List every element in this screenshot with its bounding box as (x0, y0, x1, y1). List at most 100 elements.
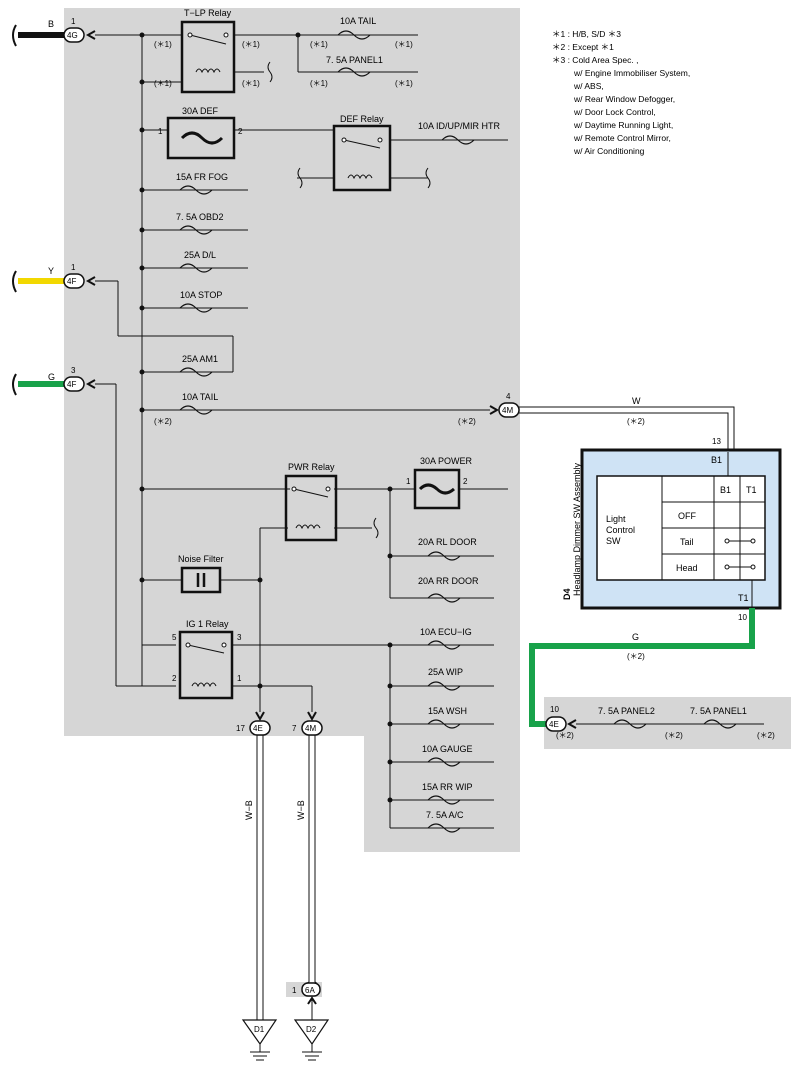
noise-filter: Noise Filter (178, 554, 224, 594)
fuse-id-up: 10A ID/UP/MIR HTR (418, 121, 501, 145)
svg-text:PWR Relay: PWR Relay (288, 462, 335, 472)
fuse-rr-door: 20A RR DOOR (418, 576, 479, 603)
svg-text:D1: D1 (254, 1025, 265, 1034)
svg-text:4G: 4G (67, 31, 78, 40)
fuse-30a-power: 30A POWER 1 2 (406, 456, 473, 510)
wire-wb-d1 (256, 735, 264, 1020)
fuse-obd2: 7. 5A OBD2 (176, 212, 224, 235)
svg-text:25A D/L: 25A D/L (184, 250, 216, 260)
svg-text:IG 1 Relay: IG 1 Relay (186, 619, 229, 629)
footnote-3-item: w/ Daytime Running Light, (574, 120, 674, 130)
wire-w: W (＊2) 13 (519, 396, 735, 452)
svg-text:4: 4 (506, 392, 511, 401)
svg-text:Head: Head (676, 563, 698, 573)
svg-text:SW: SW (606, 536, 621, 546)
svg-text:17: 17 (236, 724, 245, 733)
svg-text:G: G (632, 632, 639, 642)
wire-y: Y (12, 266, 64, 293)
footnote-3-item: w/ Air Conditioning (574, 146, 645, 156)
svg-text:DEF Relay: DEF Relay (340, 114, 384, 124)
svg-text:10A GAUGE: 10A GAUGE (422, 744, 473, 754)
svg-text:10A TAIL: 10A TAIL (340, 16, 376, 26)
svg-text:4E: 4E (549, 720, 559, 729)
fuse-rr-wip: 15A RR WIP (422, 782, 473, 805)
svg-text:3: 3 (71, 366, 76, 375)
svg-text:10A ECU−IG: 10A ECU−IG (420, 627, 472, 637)
wire-wb-d2 (308, 735, 316, 1020)
footnote-3-item: w/ Door Lock Control, (574, 107, 656, 117)
def-relay: DEF Relay (297, 114, 431, 192)
fuse-am1: 25A AM1 (179, 354, 218, 377)
svg-text:15A FR FOG: 15A FR FOG (176, 172, 228, 182)
switch-code: D4 (562, 588, 572, 600)
svg-text:7. 5A PANEL1: 7. 5A PANEL1 (326, 55, 383, 65)
wire-b: B (12, 19, 64, 47)
ground-d1: D1 (241, 1019, 278, 1061)
footnote-3: ＊3 : Cold Area Spec. , (552, 55, 639, 65)
svg-text:W: W (632, 396, 641, 406)
fuse-ecu-ig: 10A ECU−IG (420, 627, 472, 650)
ig1-relay: IG 1 Relay 5 3 2 1 (172, 619, 242, 700)
bus-lines (95, 34, 508, 829)
svg-text:20A RR DOOR: 20A RR DOOR (418, 576, 479, 586)
svg-text:(＊1): (＊1) (395, 79, 413, 88)
svg-text:Light: Light (606, 514, 626, 524)
fuse-panel1-top: 7. 5A PANEL1 (＊1) (＊1) (310, 55, 413, 88)
svg-text:B: B (48, 19, 54, 29)
svg-text:(＊2): (＊2) (665, 731, 683, 740)
svg-text:7: 7 (292, 724, 297, 733)
fuse-panel1-right: 7. 5A PANEL1 (690, 706, 747, 729)
svg-text:15A RR WIP: 15A RR WIP (422, 782, 473, 792)
headlamp-dimmer-switch: B1 B1 T1 OFF Tail Head Light Control SW … (580, 448, 782, 610)
right-panel-wire: (＊2) (＊2) (＊2) (556, 723, 775, 740)
right-panel (544, 697, 791, 749)
connector-4f-y: 4F 1 (63, 263, 96, 289)
svg-text:4M: 4M (502, 406, 513, 415)
connector-4e-bottom: 4E 17 (236, 711, 271, 736)
svg-text:G: G (48, 372, 55, 382)
svg-text:7. 5A PANEL2: 7. 5A PANEL2 (598, 706, 655, 716)
svg-text:2: 2 (463, 477, 468, 486)
svg-text:4F: 4F (67, 277, 76, 286)
svg-text:7. 5A PANEL1: 7. 5A PANEL1 (690, 706, 747, 716)
svg-text:B1: B1 (720, 485, 731, 495)
svg-text:OFF: OFF (678, 511, 696, 521)
svg-text:T1: T1 (746, 485, 757, 495)
svg-text:(＊2): (＊2) (627, 417, 645, 426)
svg-text:(＊2): (＊2) (154, 417, 172, 426)
ground-d2: D2 (293, 1019, 330, 1061)
footnote-legend: ＊1 : H/B, S/D ＊3 ＊2 : Except ＊1 ＊3 : Col… (552, 28, 690, 158)
fuse-dl: 25A D/L (179, 250, 216, 273)
svg-text:(＊2): (＊2) (556, 731, 574, 740)
svg-text:1: 1 (406, 477, 411, 486)
connector-4e-right: 4E 10 (545, 705, 577, 732)
svg-text:20A RL DOOR: 20A RL DOOR (418, 537, 477, 547)
svg-text:Control: Control (606, 525, 635, 535)
junction-block-panel (64, 8, 520, 852)
svg-text:Noise Filter: Noise Filter (178, 554, 224, 564)
svg-text:25A AM1: 25A AM1 (182, 354, 218, 364)
fuse-tail-mid: 10A TAIL (＊2) (＊2) (154, 392, 476, 426)
fuse-wsh: 15A WSH (427, 706, 467, 729)
fuse-gauge: 10A GAUGE (422, 744, 473, 767)
svg-text:10A STOP: 10A STOP (180, 290, 222, 300)
pwr-relay: PWR Relay (284, 462, 379, 542)
svg-text:10: 10 (738, 613, 747, 622)
svg-text:D2: D2 (306, 1025, 317, 1034)
svg-text:5: 5 (172, 633, 177, 642)
connector-6a: 6A 1 (292, 981, 321, 1005)
svg-text:T1: T1 (738, 593, 749, 603)
svg-text:1: 1 (292, 986, 297, 995)
fuse-30a-def: 30A DEF 1 2 (158, 106, 243, 160)
svg-text:10A ID/UP/MIR HTR: 10A ID/UP/MIR HTR (418, 121, 501, 131)
fuse-tail-top: 10A TAIL (＊1) (＊1) (310, 16, 413, 49)
svg-text:15A WSH: 15A WSH (428, 706, 467, 716)
connector-4g: 4G 1 (63, 17, 96, 43)
svg-text:4F: 4F (67, 380, 76, 389)
svg-text:(＊2): (＊2) (627, 652, 645, 661)
fuse-fr-fog: 15A FR FOG (176, 172, 228, 195)
svg-text:(＊2): (＊2) (757, 731, 775, 740)
fuse-stop: 10A STOP (179, 290, 222, 313)
footnote-1: ＊1 : H/B, S/D ＊3 (552, 29, 621, 39)
